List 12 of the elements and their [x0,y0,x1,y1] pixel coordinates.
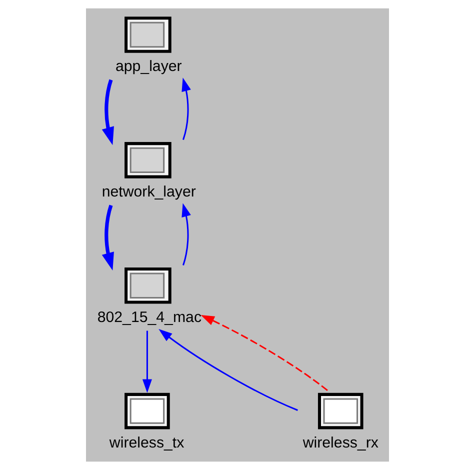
arrow [101,79,114,146]
node-label: app_layer [114,58,182,76]
node-label: wireless_rx [302,434,378,452]
arrow [158,329,298,411]
node-label: 802_15_4_mac [96,308,202,326]
arrow [200,315,328,392]
arrow [181,78,190,140]
node-label: network_layer [101,183,196,200]
node-label: wireless_tx [108,434,184,452]
arrow [142,330,152,393]
arrow [101,204,114,270]
arrow [181,203,190,266]
